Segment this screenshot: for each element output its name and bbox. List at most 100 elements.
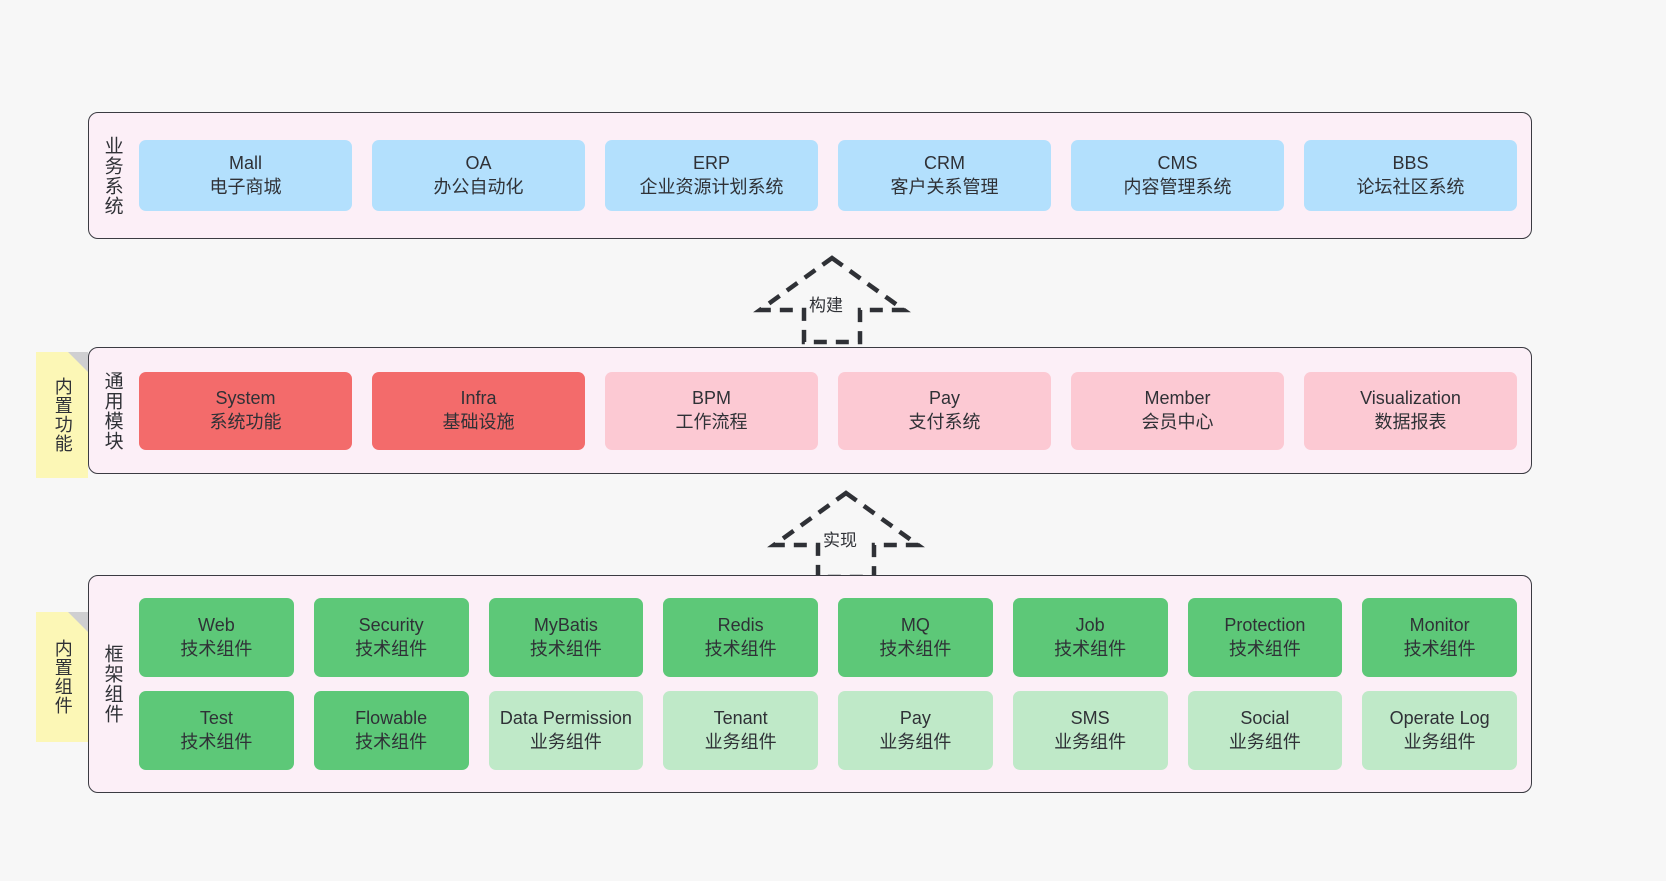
card-title-cn: 内容管理系统: [1123, 176, 1232, 197]
card-title-en: Monitor: [1409, 615, 1470, 636]
card-title-en: Flowable: [355, 708, 428, 729]
card-title-cn: 业务组件: [879, 731, 952, 752]
card-title-en: OA: [465, 153, 492, 174]
card-title-cn: 技术组件: [529, 638, 602, 659]
card-title-en: Visualization: [1360, 388, 1461, 409]
card-title-cn: 技术组件: [355, 731, 428, 752]
card-title-en: Test: [199, 708, 233, 729]
card-title-cn: 会员中心: [1141, 411, 1214, 432]
card-title-en: ERP: [692, 153, 730, 174]
card-title-cn: 电子商城: [209, 176, 282, 197]
card-title-cn: 技术组件: [1228, 638, 1301, 659]
card-title-en: SMS: [1070, 708, 1110, 729]
card-title-cn: 技术组件: [1403, 638, 1476, 659]
card-title-en: Redis: [717, 615, 764, 636]
card-title-cn: 客户关系管理: [890, 176, 999, 197]
card-title-cn: 企业资源计划系统: [639, 176, 784, 197]
card-title-cn: 基础设施: [442, 411, 515, 432]
card-title-en: Pay: [899, 708, 931, 729]
card-title-en: Infra: [460, 388, 497, 409]
card-title-cn: 业务组件: [1228, 731, 1301, 752]
card-title-cn: 支付系统: [908, 411, 981, 432]
card-title-en: Security: [358, 615, 424, 636]
card-title-en: BBS: [1392, 153, 1429, 174]
card-title-en: CMS: [1157, 153, 1198, 174]
card-title-cn: 技术组件: [355, 638, 428, 659]
note-builtin-features: 内置功能: [36, 352, 88, 478]
card-title-cn: 系统功能: [209, 411, 282, 432]
card-title-cn: 技术组件: [704, 638, 777, 659]
card-title-cn: 论坛社区系统: [1356, 176, 1465, 197]
card-title-en: BPM: [691, 388, 731, 409]
card-title-cn: 工作流程: [675, 411, 748, 432]
card-title-en: CRM: [924, 153, 965, 174]
card-title-cn: 技术组件: [1054, 638, 1127, 659]
card-title-cn: 业务组件: [1054, 731, 1127, 752]
card-title-en: Tenant: [713, 708, 768, 729]
card-title-cn: 技术组件: [180, 731, 253, 752]
card-title-cn: 技术组件: [180, 638, 253, 659]
arrow-implement-label: 实现: [823, 531, 857, 550]
card-title-cn: 业务组件: [529, 731, 602, 752]
card-title-en: Member: [1144, 388, 1211, 409]
note-builtin-components: 内置组件: [36, 612, 88, 742]
card-title-en: System: [215, 388, 276, 409]
card-title-cn: 数据报表: [1374, 411, 1447, 432]
card-title-en: Protection: [1224, 615, 1306, 636]
card-title-cn: 办公自动化: [433, 176, 524, 197]
card-title-cn: 业务组件: [704, 731, 777, 752]
card-title-en: Pay: [928, 388, 961, 409]
card-title-cn: 技术组件: [879, 638, 952, 659]
arrow-build-label: 构建: [809, 296, 843, 315]
card-title-en: Social: [1240, 708, 1290, 729]
layer-title-business: 业务系统: [101, 135, 123, 216]
card-title-en: Data Permission: [499, 708, 632, 729]
card-title-en: Operate Log: [1389, 708, 1490, 729]
card-title-en: MQ: [900, 615, 930, 636]
card-title-en: Job: [1075, 615, 1105, 636]
card-title-cn: 业务组件: [1403, 731, 1476, 752]
layer-title-framework: 框架组件: [101, 644, 123, 724]
card-title-en: MyBatis: [533, 615, 598, 636]
card-title-en: Web: [198, 615, 235, 636]
